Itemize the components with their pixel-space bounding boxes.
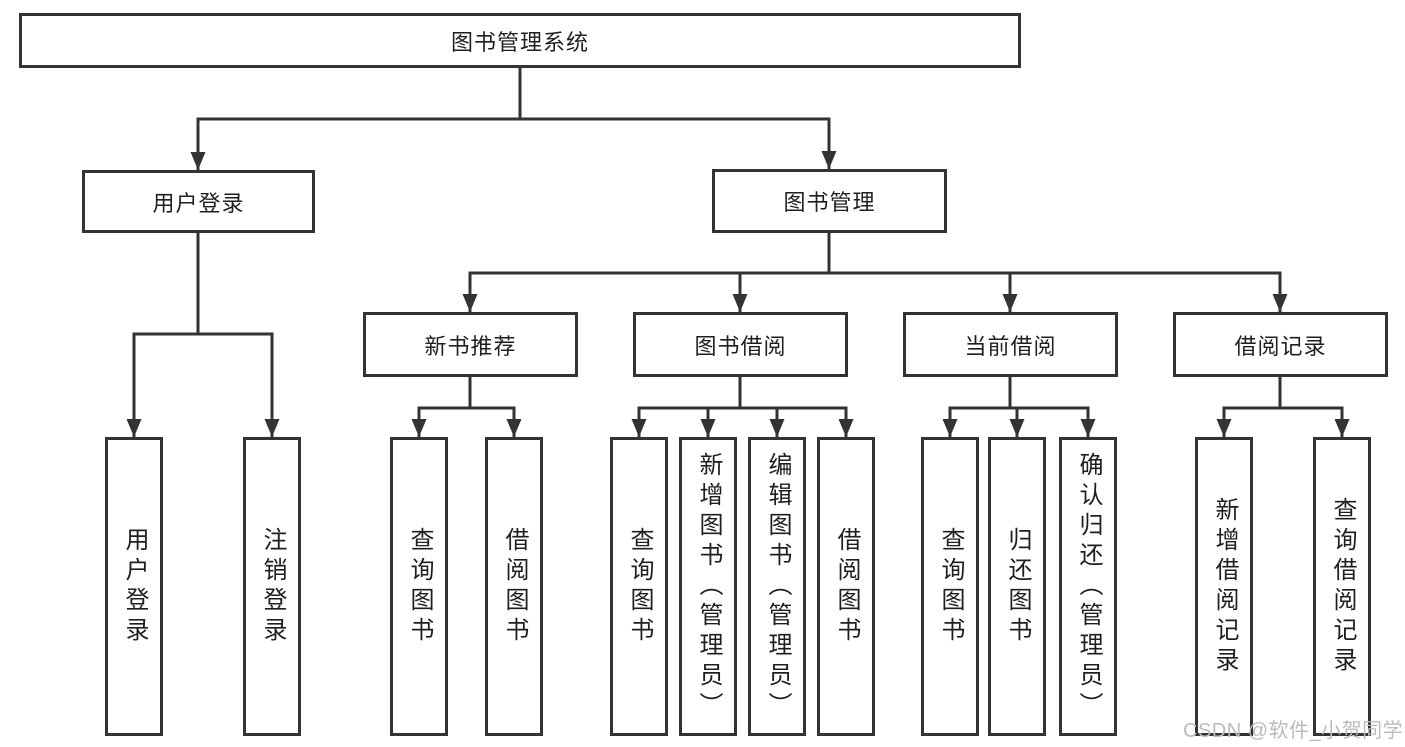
- leaf-edit-book-admin: 编辑图书（管理员）: [748, 437, 806, 736]
- node-label: 用户登录: [152, 190, 245, 216]
- node-label: 用户登录: [121, 526, 148, 647]
- node-label: 新增借阅记录: [1211, 496, 1238, 677]
- node-book-borrowing: 图书借阅: [633, 312, 848, 377]
- leaf-user-login: 用户登录: [105, 437, 163, 736]
- node-label: 查询图书: [406, 526, 433, 647]
- node-label: 查询图书: [937, 526, 964, 647]
- node-label: 确认归还（管理员）: [1075, 451, 1102, 722]
- leaf-add-book-admin: 新增图书（管理员）: [679, 437, 737, 736]
- node-label: 图书管理: [783, 190, 876, 215]
- node-label: 借阅图书: [833, 526, 860, 647]
- node-book-management: 图书管理: [712, 169, 947, 233]
- node-label: 新书推荐: [424, 333, 517, 359]
- leaf-return-book: 归还图书: [988, 437, 1046, 736]
- node-borrowing-records: 借阅记录: [1173, 312, 1388, 377]
- watermark: CSDN @软件_小贺同学: [1183, 720, 1404, 742]
- node-label: 归还图书: [1004, 526, 1031, 647]
- leaf-query-books-recommend: 查询图书: [390, 437, 448, 736]
- leaf-query-books-current: 查询图书: [921, 437, 979, 736]
- node-label: 图书管理系统: [450, 29, 589, 55]
- leaf-borrow-books: 借阅图书: [817, 437, 875, 736]
- leaf-add-borrow-record: 新增借阅记录: [1195, 437, 1253, 736]
- node-user-login: 用户登录: [82, 170, 315, 233]
- node-new-book-recommendation: 新书推荐: [363, 312, 578, 377]
- node-label: 图书借阅: [694, 333, 787, 359]
- node-label: 借阅记录: [1234, 333, 1327, 359]
- leaf-query-books-borrow: 查询图书: [610, 437, 668, 736]
- node-library-management-system: 图书管理系统: [19, 13, 1021, 68]
- leaf-borrow-books-recommend: 借阅图书: [485, 437, 543, 736]
- node-current-borrowing: 当前借阅: [903, 312, 1118, 377]
- node-label: 查询借阅记录: [1329, 496, 1356, 677]
- node-label: 当前借阅: [964, 333, 1057, 359]
- node-label: 查询图书: [626, 526, 653, 647]
- node-label: 新增图书（管理员）: [695, 451, 722, 722]
- node-label: 注销登录: [259, 526, 286, 647]
- node-label: 借阅图书: [501, 526, 528, 647]
- leaf-logout: 注销登录: [243, 437, 301, 736]
- node-label: 编辑图书（管理员）: [764, 451, 791, 722]
- leaf-query-borrow-record: 查询借阅记录: [1313, 437, 1371, 736]
- leaf-confirm-return-admin: 确认归还（管理员）: [1059, 437, 1117, 736]
